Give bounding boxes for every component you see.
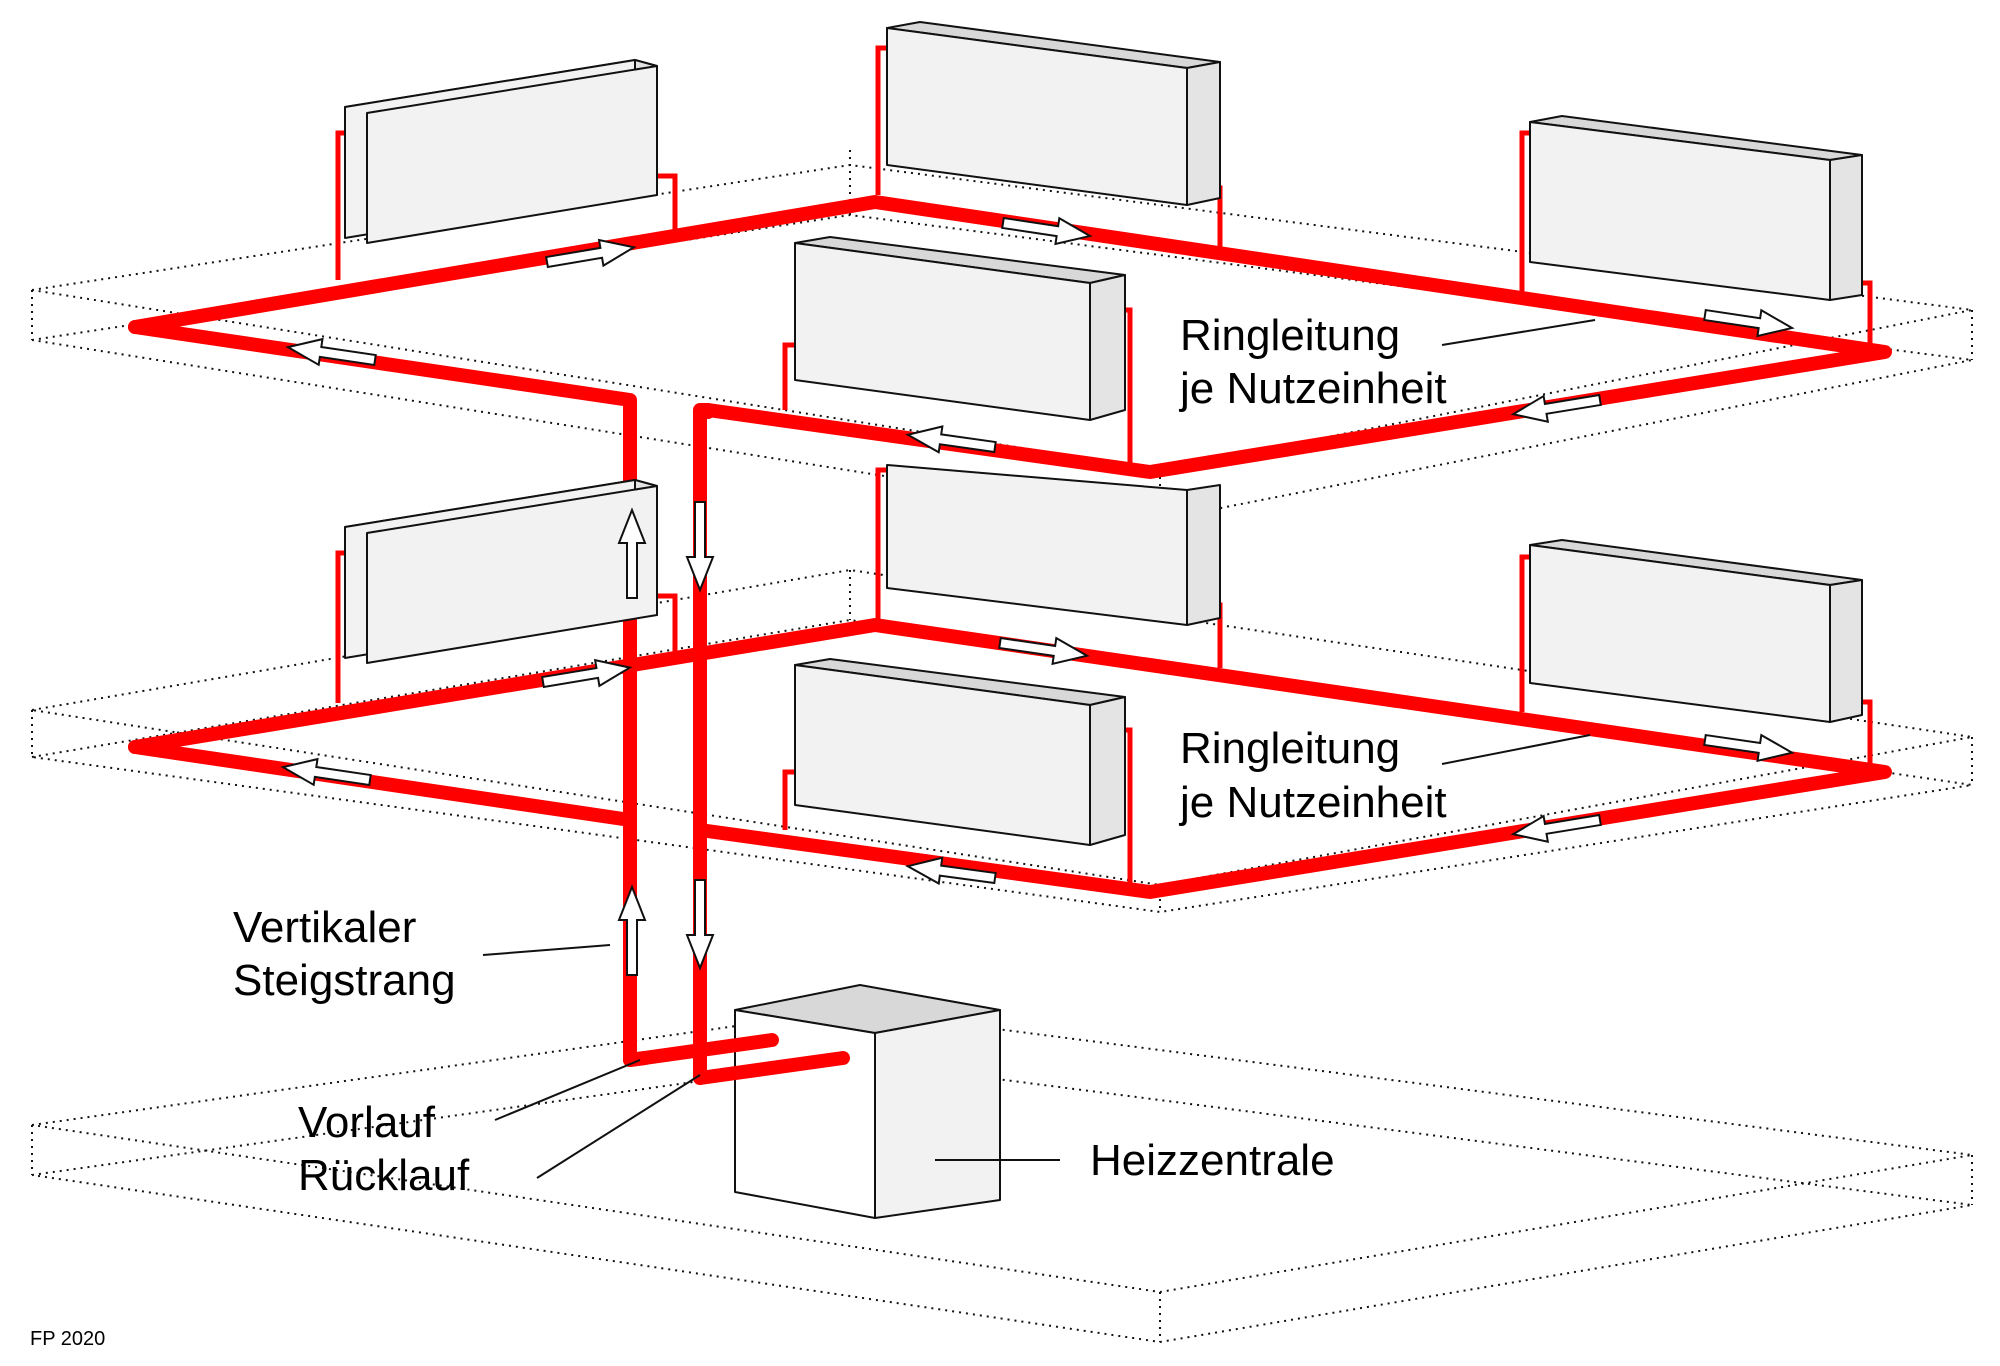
flow-arrow-icon <box>1703 308 1795 338</box>
flow-arrow-icon <box>905 856 997 886</box>
flow-arrow-down-icon <box>685 879 715 971</box>
flow-arrow-icon <box>545 238 637 269</box>
leader-lines <box>482 319 1596 1179</box>
heating-central-label: Heizzentrale <box>1090 1136 1335 1185</box>
ring-label-middle-line1: Ringleitung <box>1180 724 1400 773</box>
flow-arrow-icon <box>1510 813 1602 844</box>
flow-arrow-icon <box>541 658 633 689</box>
flow-arrow-icon <box>1703 733 1795 763</box>
flow-arrow-down-icon <box>685 501 715 593</box>
riser-label-line2: Steigstrang <box>233 956 456 1005</box>
riser-label-line1: Vertikaler <box>233 903 416 952</box>
flow-arrow-up-icon <box>617 884 647 976</box>
radiator-middle-back-left <box>335 479 678 703</box>
radiator-upper-back-left <box>335 59 678 280</box>
flow-arrow-icon <box>280 757 372 787</box>
flow-arrow-icon <box>905 425 997 454</box>
riser-connection-pipes <box>623 1033 850 1085</box>
flow-arrow-icon <box>1001 216 1093 246</box>
radiator-upper-back-center <box>875 21 1223 250</box>
supply-label: Vorlauf <box>298 1098 436 1147</box>
ring-label-upper-line2: je Nutzeinheit <box>1178 364 1447 413</box>
floor-slab-upper <box>31 150 1973 522</box>
radiator-upper-back-right <box>1519 115 1873 345</box>
floor-slab-ground <box>31 1008 1973 1344</box>
flow-arrow-icon <box>998 636 1090 666</box>
credit-label: FP 2020 <box>30 1328 105 1350</box>
ring-pipe-middle <box>128 618 1892 899</box>
flow-arrow-icon <box>285 337 377 367</box>
radiator-upper-front <box>782 236 1133 470</box>
flow-arrow-up-icon <box>617 507 647 599</box>
ring-label-middle-line2: je Nutzeinheit <box>1178 778 1447 827</box>
radiator-middle-back-center <box>875 464 1223 668</box>
ring-label-upper-line1: Ringleitung <box>1180 311 1400 360</box>
radiator-middle-front <box>782 658 1133 888</box>
heating-central-unit <box>734 984 1001 1219</box>
flow-arrow-icon <box>1510 393 1602 424</box>
flow-arrows <box>280 216 1795 976</box>
return-label: Rücklauf <box>298 1151 470 1200</box>
radiator-middle-back-right <box>1519 539 1873 768</box>
